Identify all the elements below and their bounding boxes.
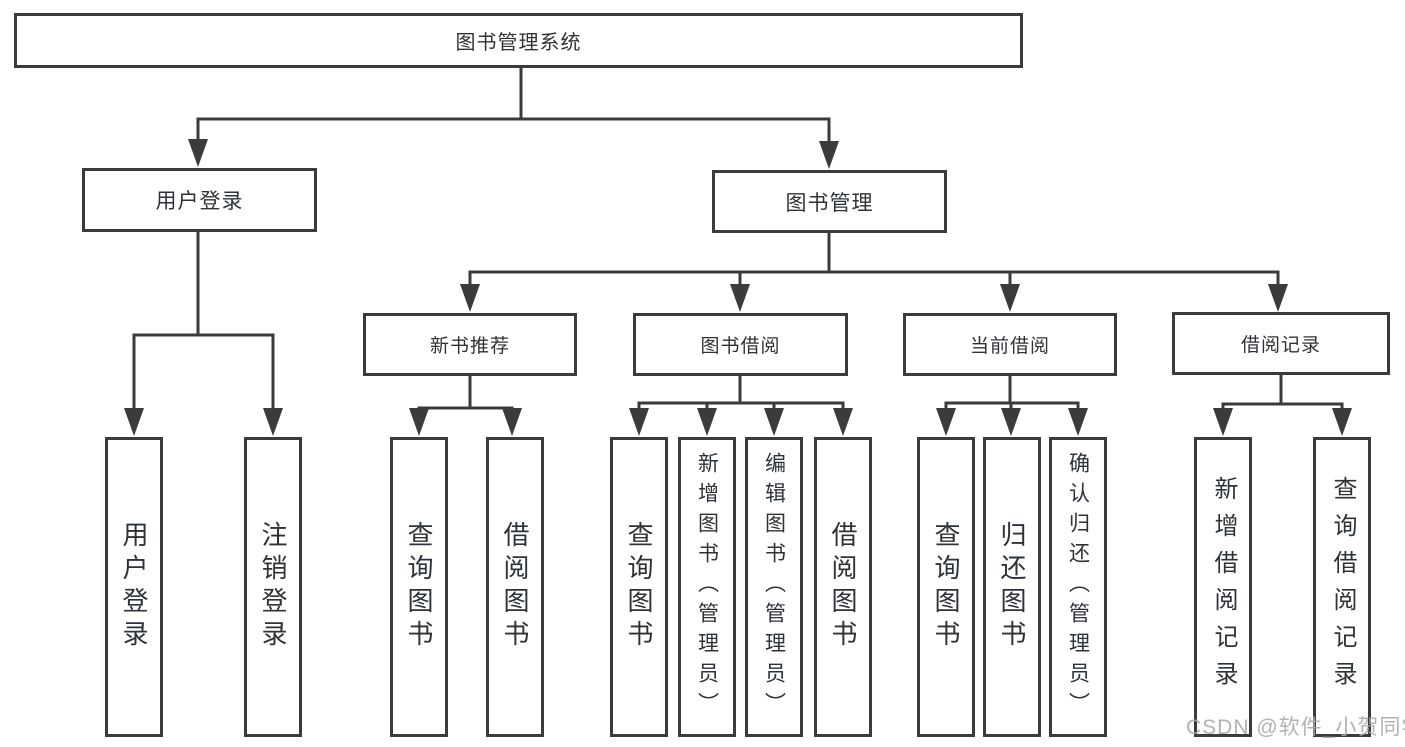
leaf-edit-books-admin-label: 编辑图书（管理员） xyxy=(762,452,786,722)
leaf-query-books-borrowing-label: 查询图书 xyxy=(624,521,654,653)
leaf-logout-login-label: 注销登录 xyxy=(258,521,288,653)
node-book-management: 图书管理 xyxy=(712,170,947,233)
leaf-user-login-label: 用户登录 xyxy=(119,521,149,653)
leaf-user-login: 用户登录 xyxy=(105,437,163,737)
node-current-borrowing-label: 当前借阅 xyxy=(969,336,1050,357)
node-user-login: 用户登录 xyxy=(82,168,317,232)
leaf-edit-books-admin: 编辑图书（管理员） xyxy=(745,437,803,737)
root-node-label: 图书管理系统 xyxy=(455,32,582,54)
node-current-borrowing: 当前借阅 xyxy=(903,313,1117,376)
leaf-query-books-recommend-label: 查询图书 xyxy=(404,521,434,653)
leaf-confirm-return-admin-label: 确认归还（管理员） xyxy=(1066,452,1090,722)
leaf-query-books-borrowing: 查询图书 xyxy=(610,437,668,737)
leaf-add-books-admin: 新增图书（管理员） xyxy=(678,437,736,737)
node-new-book-recommend-label: 新书推荐 xyxy=(429,336,510,357)
leaf-query-borrow-record: 查询借阅记录 xyxy=(1313,437,1371,737)
arrowheads xyxy=(124,139,1352,436)
leaf-borrow-books-recommend-label: 借阅图书 xyxy=(500,521,530,653)
leaf-logout-login: 注销登录 xyxy=(244,437,302,737)
leaf-add-books-admin-label: 新增图书（管理员） xyxy=(695,452,719,722)
leaf-borrow-books-borrowing-label: 借阅图书 xyxy=(828,521,858,653)
leaf-query-books-recommend: 查询图书 xyxy=(390,437,448,737)
node-borrowing-records: 借阅记录 xyxy=(1172,312,1390,375)
leaf-query-books-current-label: 查询图书 xyxy=(931,521,961,653)
leaf-return-books-label: 归还图书 xyxy=(997,521,1027,653)
node-borrowing-records-label: 借阅记录 xyxy=(1240,335,1321,356)
leaf-borrow-books-borrowing: 借阅图书 xyxy=(814,437,872,737)
node-new-book-recommend: 新书推荐 xyxy=(363,313,577,376)
leaf-add-borrow-record: 新增借阅记录 xyxy=(1194,437,1252,737)
leaf-borrow-books-recommend: 借阅图书 xyxy=(486,437,544,737)
root-node-library-system: 图书管理系统 xyxy=(14,13,1023,68)
node-book-borrowing-label: 图书借阅 xyxy=(700,336,781,357)
node-book-management-label: 图书管理 xyxy=(785,191,874,215)
leaf-query-borrow-record-label: 查询借阅记录 xyxy=(1329,476,1356,698)
csdn-watermark: CSDN @软件_小贺同学 xyxy=(1186,716,1405,739)
leaf-query-books-current: 查询图书 xyxy=(917,437,975,737)
leaf-confirm-return-admin: 确认归还（管理员） xyxy=(1049,437,1107,737)
node-user-login-label: 用户登录 xyxy=(155,190,244,213)
leaf-add-borrow-record-label: 新增借阅记录 xyxy=(1210,476,1237,698)
node-book-borrowing: 图书借阅 xyxy=(633,313,848,376)
leaf-return-books: 归还图书 xyxy=(983,437,1041,737)
